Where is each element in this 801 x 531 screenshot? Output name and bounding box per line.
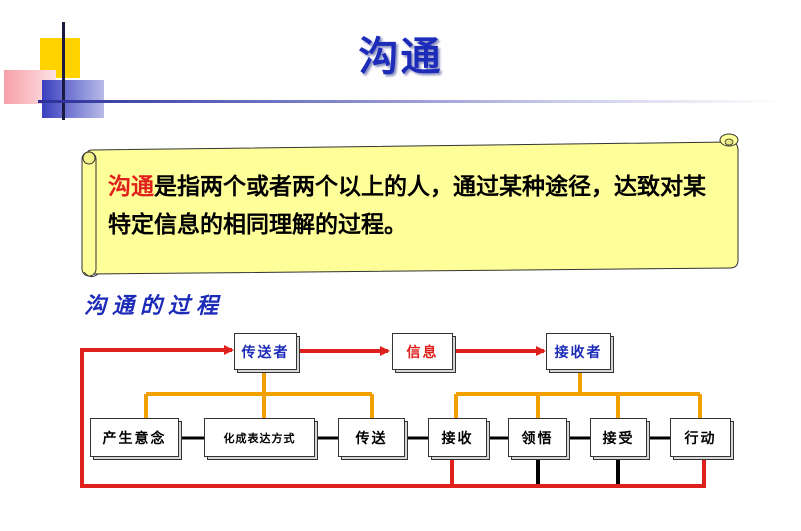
- definition-text: 沟通是指两个或者两个以上的人，通过某种途径，达致对某特定信息的相同理解的过程。: [108, 168, 728, 244]
- definition-scroll: [81, 133, 739, 278]
- process-heading: 沟通的过程: [84, 293, 225, 319]
- definition-term: 沟通: [108, 174, 154, 200]
- step-accept: 接受: [590, 418, 650, 460]
- step-generate-idea: 产生意念: [90, 418, 182, 460]
- step-label: 领悟: [521, 430, 554, 447]
- feedback-branch: [452, 458, 706, 488]
- message-box: 信息: [392, 333, 456, 373]
- definition-body: 是指两个或者两个以上的人，通过某种途径，达致对某特定信息的相同理解的过程。: [108, 174, 706, 238]
- step-comprehend: 领悟: [508, 418, 570, 460]
- step-label: 产生意念: [102, 430, 167, 447]
- receiver-label: 接收者: [554, 344, 603, 361]
- step-act: 行动: [670, 418, 734, 460]
- title-rule: [38, 100, 783, 103]
- corner-vertical-line: [62, 22, 65, 120]
- step-label: 接收: [441, 430, 474, 447]
- receiver-box: 接收者: [546, 333, 614, 373]
- sender-box: 传送者: [234, 333, 300, 373]
- step-label: 化成表达方式: [223, 431, 296, 445]
- message-label: 信息: [406, 344, 439, 361]
- step-label: 传送: [355, 430, 388, 447]
- step-encode: 化成表达方式: [204, 418, 318, 460]
- step-receive: 接收: [428, 418, 490, 460]
- page-title: 沟通: [358, 34, 443, 80]
- step-label: 接受: [602, 430, 635, 447]
- step-label: 行动: [684, 430, 717, 447]
- corner-square-blue: [42, 80, 104, 118]
- feedback-loop: [80, 345, 454, 488]
- sender-label: 传送者: [241, 344, 290, 361]
- step-transmit: 传送: [338, 418, 408, 460]
